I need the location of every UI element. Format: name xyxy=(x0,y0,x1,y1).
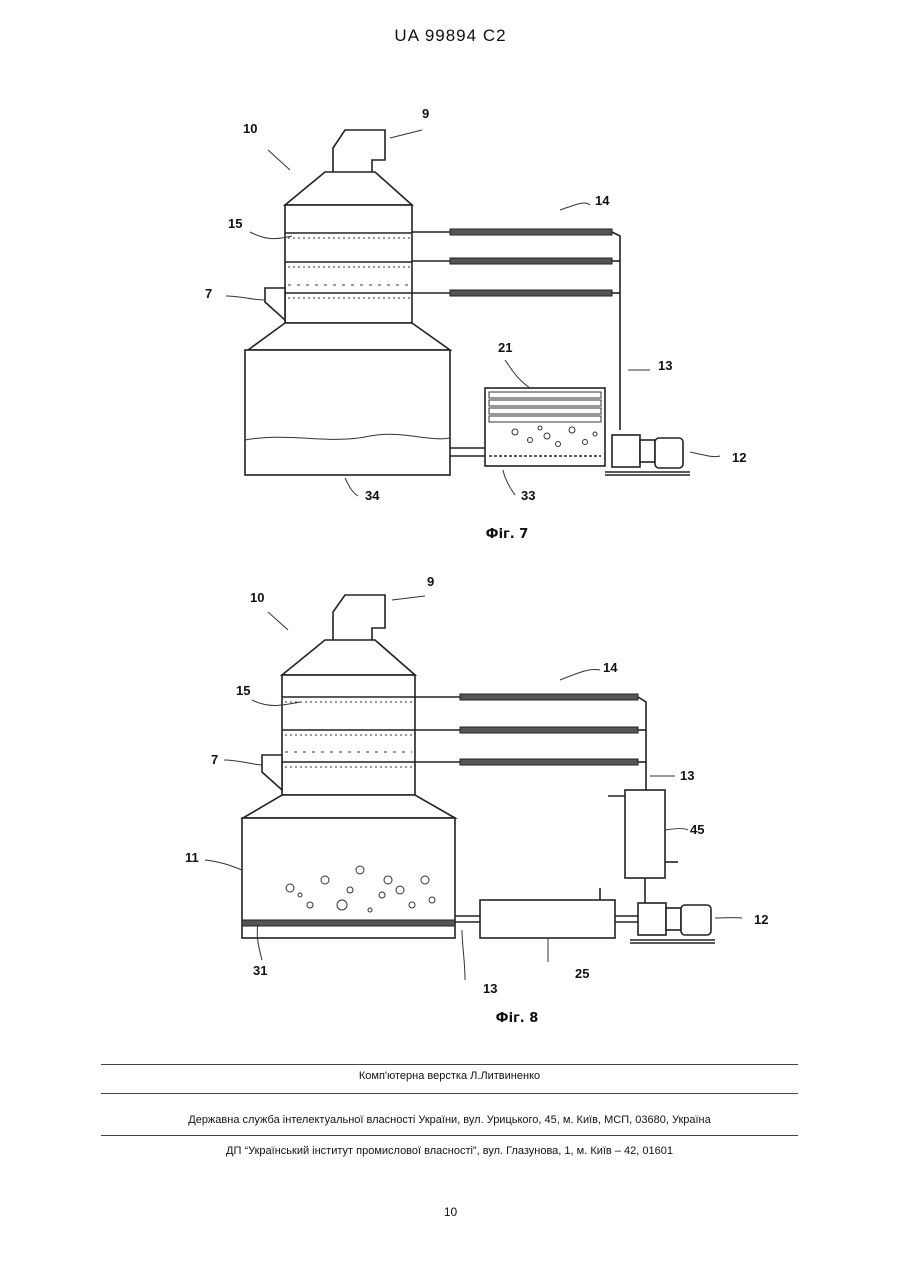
patent-number-header: UA 99894 C2 xyxy=(0,26,901,46)
page-number: 10 xyxy=(0,1205,901,1219)
label-13b: 13 xyxy=(483,981,497,996)
column-cone-top xyxy=(285,172,412,205)
gas-inlet xyxy=(262,755,282,790)
footer-rule-1 xyxy=(101,1064,798,1065)
column-cone-top xyxy=(282,640,415,675)
coolant-pipes xyxy=(415,694,646,790)
exhaust-outlet xyxy=(333,595,385,640)
label-11: 11 xyxy=(185,850,199,865)
heat-exchanger xyxy=(625,790,665,878)
footer-rule-2 xyxy=(101,1093,798,1094)
pump-motor xyxy=(605,435,690,475)
figure-7-caption: Фіг. 7 xyxy=(457,527,557,542)
footer-agency: Державна служба інтелектуальної власност… xyxy=(101,1114,798,1126)
label-33: 33 xyxy=(521,488,535,503)
sparger xyxy=(242,920,455,926)
label-9: 9 xyxy=(422,106,429,121)
footer-layout-credit: Комп'ютерна верстка Л.Литвиненко xyxy=(101,1070,798,1082)
label-15: 15 xyxy=(228,216,242,231)
label-21: 21 xyxy=(498,340,512,355)
liquid-tank xyxy=(245,350,450,475)
footer-rule-3 xyxy=(101,1135,798,1136)
label-12: 12 xyxy=(732,450,746,465)
gas-inlet xyxy=(265,288,285,320)
figure-8-drawing: 10 9 15 14 7 13 45 11 12 31 13 25 xyxy=(150,565,790,1005)
pump-motor xyxy=(630,903,715,943)
label-14: 14 xyxy=(603,660,618,675)
label-10: 10 xyxy=(250,590,264,605)
label-14: 14 xyxy=(595,193,610,208)
figure-7-drawing: 10 9 15 14 7 21 13 12 34 33 xyxy=(150,95,790,525)
exhaust-outlet xyxy=(333,130,385,172)
label-31: 31 xyxy=(253,963,267,978)
label-34: 34 xyxy=(365,488,380,503)
filter-unit xyxy=(480,900,615,938)
label-7: 7 xyxy=(205,286,212,301)
label-9: 9 xyxy=(427,574,434,589)
scrubber-column xyxy=(285,205,412,323)
column-cone-bottom xyxy=(243,795,455,818)
footer-institute: ДП “Український інститут промислової вла… xyxy=(101,1145,798,1157)
label-13: 13 xyxy=(658,358,672,373)
label-10: 10 xyxy=(243,121,257,136)
label-45: 45 xyxy=(690,822,704,837)
label-12: 12 xyxy=(754,912,768,927)
figure-7-svg: 10 9 15 14 7 21 13 12 34 33 xyxy=(150,95,790,525)
label-15: 15 xyxy=(236,683,250,698)
column-cone-bottom xyxy=(248,323,450,350)
figure-8-caption: Фіг. 8 xyxy=(467,1011,567,1026)
figure-8-svg: 10 9 15 14 7 13 45 11 12 31 13 25 xyxy=(150,565,790,1005)
label-25: 25 xyxy=(575,966,589,981)
label-7: 7 xyxy=(211,752,218,767)
label-13: 13 xyxy=(680,768,694,783)
